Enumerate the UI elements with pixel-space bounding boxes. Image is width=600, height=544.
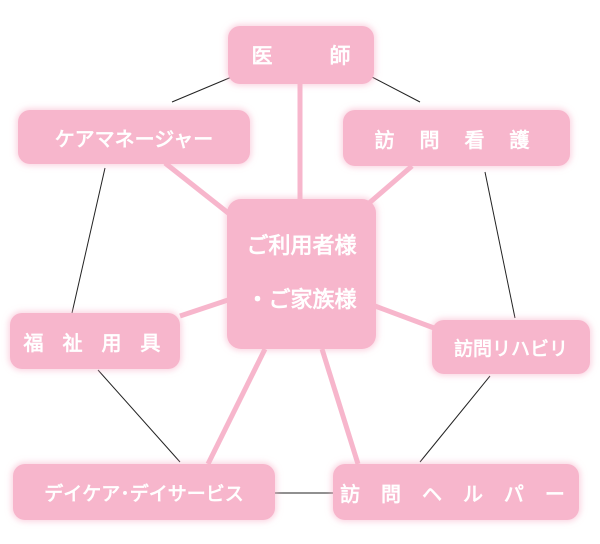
node-care-manager-label: ケアマネージャー <box>54 126 214 151</box>
spoke-home-nursing <box>366 164 414 206</box>
node-home-nursing-label: 訪 問 看 護 <box>374 127 539 152</box>
ring-connectors <box>71 75 516 494</box>
ring-line-nurse-rehab <box>484 171 516 319</box>
spoke-day-care <box>205 347 268 466</box>
center-label-line2: ・ご家族様 <box>246 288 357 313</box>
center-spokes <box>163 84 435 466</box>
spoke-care-manager <box>163 161 234 218</box>
node-home-rehab: 訪問リハビリ <box>432 320 590 374</box>
node-doctor: 医 師 <box>228 26 374 84</box>
node-home-helper: 訪 問 ヘ ル パ ー <box>333 464 579 520</box>
node-home-rehab-label: 訪問リハビリ <box>453 337 568 360</box>
center-label-line1: ご利用者様 <box>246 234 357 259</box>
spoke-rehab <box>374 303 435 331</box>
node-home-nursing: 訪 問 看 護 <box>343 110 570 166</box>
node-day-care-label: デイケア･デイサービス <box>44 482 244 505</box>
node-welfare-equipment-label: 福 祉 用 具 <box>23 330 167 355</box>
node-home-helper-label: 訪 問 ヘ ル パ ー <box>340 481 572 506</box>
spoke-helper <box>319 348 361 465</box>
node-client-family: ご利用者様 ・ご家族様 <box>227 199 376 349</box>
ring-line-doctor-nurse <box>369 75 421 103</box>
node-day-care: デイケア･デイサービス <box>13 464 275 520</box>
ring-line-rehab-helper <box>419 375 491 463</box>
ring-line-care-doctor <box>171 75 235 103</box>
node-care-manager: ケアマネージャー <box>18 110 250 164</box>
node-doctor-label: 医 師 <box>251 44 369 68</box>
spoke-welfare <box>179 297 229 319</box>
ring-line-care-welfare <box>71 167 106 314</box>
node-welfare-equipment: 福 祉 用 具 <box>10 313 180 369</box>
ring-line-welfare-day <box>97 369 181 463</box>
